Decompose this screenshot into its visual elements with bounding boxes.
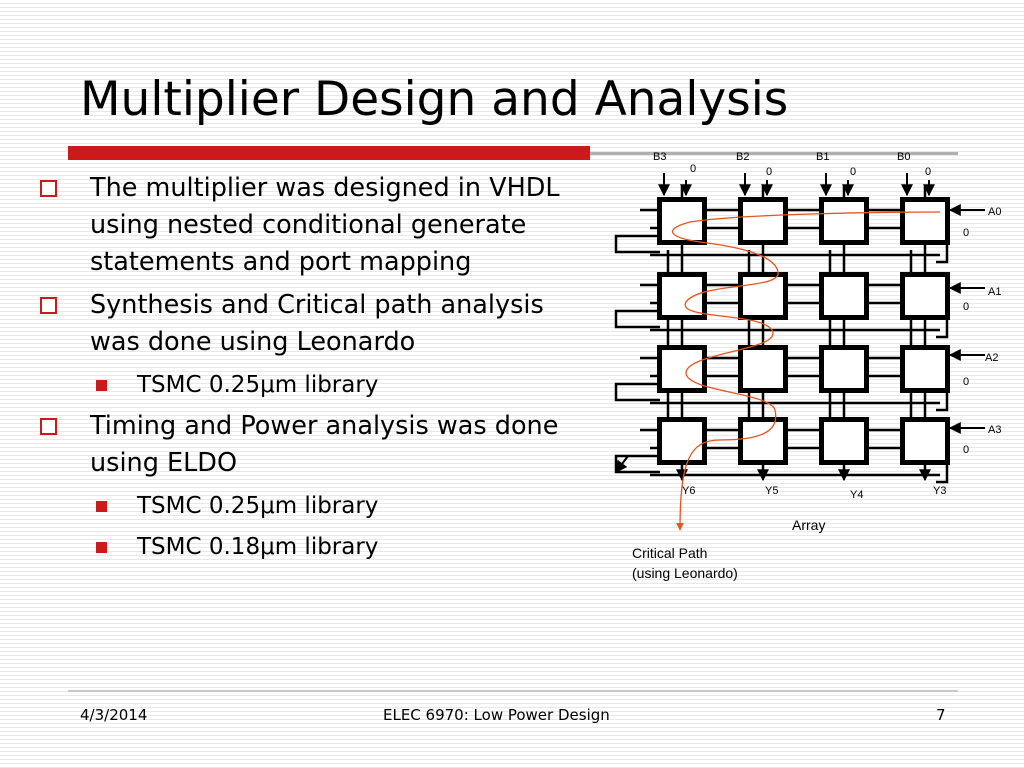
carry-in-zero-label: 0 xyxy=(766,166,772,178)
a2-label: A2 xyxy=(985,352,998,364)
carry-loop-wire xyxy=(614,309,660,329)
full-adder-cell-inner xyxy=(743,277,783,315)
bullet-text: Timing and Power analysis was done using… xyxy=(90,411,559,478)
array-label: Array xyxy=(792,517,825,533)
y4-label: Y4 xyxy=(850,489,863,501)
bullet-text: Synthesis and Critical path analysis was… xyxy=(90,290,544,357)
footer-divider xyxy=(68,690,958,692)
full-adder-cell-inner xyxy=(824,350,864,388)
y3-label: Y3 xyxy=(933,485,946,497)
b1-label: B1 xyxy=(816,151,829,163)
full-adder-cell-inner xyxy=(905,202,945,240)
title-underline-gray xyxy=(590,152,958,155)
filled-square-bullet-icon xyxy=(96,542,107,553)
full-adder-cell-inner xyxy=(824,202,864,240)
slide-number: 7 xyxy=(936,706,946,724)
critical-path-label: Critical Path xyxy=(632,545,707,561)
sub-bullet-item: TSMC 0.18μm library xyxy=(40,529,600,565)
hollow-square-bullet-icon xyxy=(40,418,57,435)
full-adder-cell-inner xyxy=(824,277,864,315)
b3-label: B3 xyxy=(653,151,666,163)
b0-label: B0 xyxy=(897,151,910,163)
slide-title: Multiplier Design and Analysis xyxy=(80,72,789,127)
full-adder-cell-inner xyxy=(662,350,702,388)
a1-label: A1 xyxy=(988,286,1001,298)
bullet-item: Synthesis and Critical path analysis was… xyxy=(40,287,600,361)
y5-label: Y5 xyxy=(765,485,778,497)
full-adder-cell-inner xyxy=(905,422,945,460)
full-adder-cell-inner xyxy=(905,277,945,315)
bullet-item: Timing and Power analysis was done using… xyxy=(40,408,600,482)
row-zero-label: 0 xyxy=(963,444,969,456)
sub-bullet-text: TSMC 0.25μm library xyxy=(137,372,379,398)
array-cells xyxy=(657,197,950,465)
sub-bullet-text: TSMC 0.18μm library xyxy=(137,534,379,560)
b2-label: B2 xyxy=(736,151,749,163)
row-zero-label: 0 xyxy=(963,376,969,388)
full-adder-cell-inner xyxy=(662,422,702,460)
full-adder-cell-inner xyxy=(662,277,702,315)
critical-path-curve xyxy=(671,211,941,531)
title-underline-red xyxy=(68,146,590,160)
y6-label: Y6 xyxy=(682,485,695,497)
bullet-item: The multiplier was designed in VHDL usin… xyxy=(40,170,600,281)
carry-in-zero-label: 0 xyxy=(850,166,856,178)
footer-course-title: ELEC 6970: Low Power Design xyxy=(383,706,610,724)
carry-loop-wire xyxy=(614,234,660,254)
output-arrow xyxy=(615,455,629,473)
bullet-list: The multiplier was designed in VHDL usin… xyxy=(40,170,600,570)
filled-square-bullet-icon xyxy=(96,501,107,512)
array-arrows xyxy=(615,173,985,482)
sub-bullet-text: TSMC 0.25μm library xyxy=(137,493,379,519)
full-adder-cell-inner xyxy=(743,350,783,388)
hollow-square-bullet-icon xyxy=(40,180,57,197)
sub-bullet-item: TSMC 0.25μm library xyxy=(40,488,600,524)
full-adder-cell-inner xyxy=(743,422,783,460)
row-zero-label: 0 xyxy=(963,301,969,313)
bullet-text: The multiplier was designed in VHDL usin… xyxy=(90,173,560,277)
filled-square-bullet-icon xyxy=(96,380,107,391)
hollow-square-bullet-icon xyxy=(40,297,57,314)
a3-label: A3 xyxy=(988,424,1001,436)
carry-in-zero-label: 0 xyxy=(690,163,696,175)
carry-in-zero-label: 0 xyxy=(925,166,931,178)
multiplier-array-diagram: B3 B2 B1 B0 0 0 0 0 A0 A1 A2 A3 0 0 0 0 … xyxy=(614,151,1001,581)
full-adder-cell-inner xyxy=(905,350,945,388)
a0-label: A0 xyxy=(988,206,1001,218)
carry-loop-wire xyxy=(614,382,660,402)
full-adder-cell-inner xyxy=(824,422,864,460)
footer-date: 4/3/2014 xyxy=(80,706,148,724)
sub-bullet-item: TSMC 0.25μm library xyxy=(40,367,600,403)
row-zero-label: 0 xyxy=(963,227,969,239)
critical-path-tool-label: (using Leonardo) xyxy=(632,565,738,581)
full-adder-cell-inner xyxy=(743,202,783,240)
